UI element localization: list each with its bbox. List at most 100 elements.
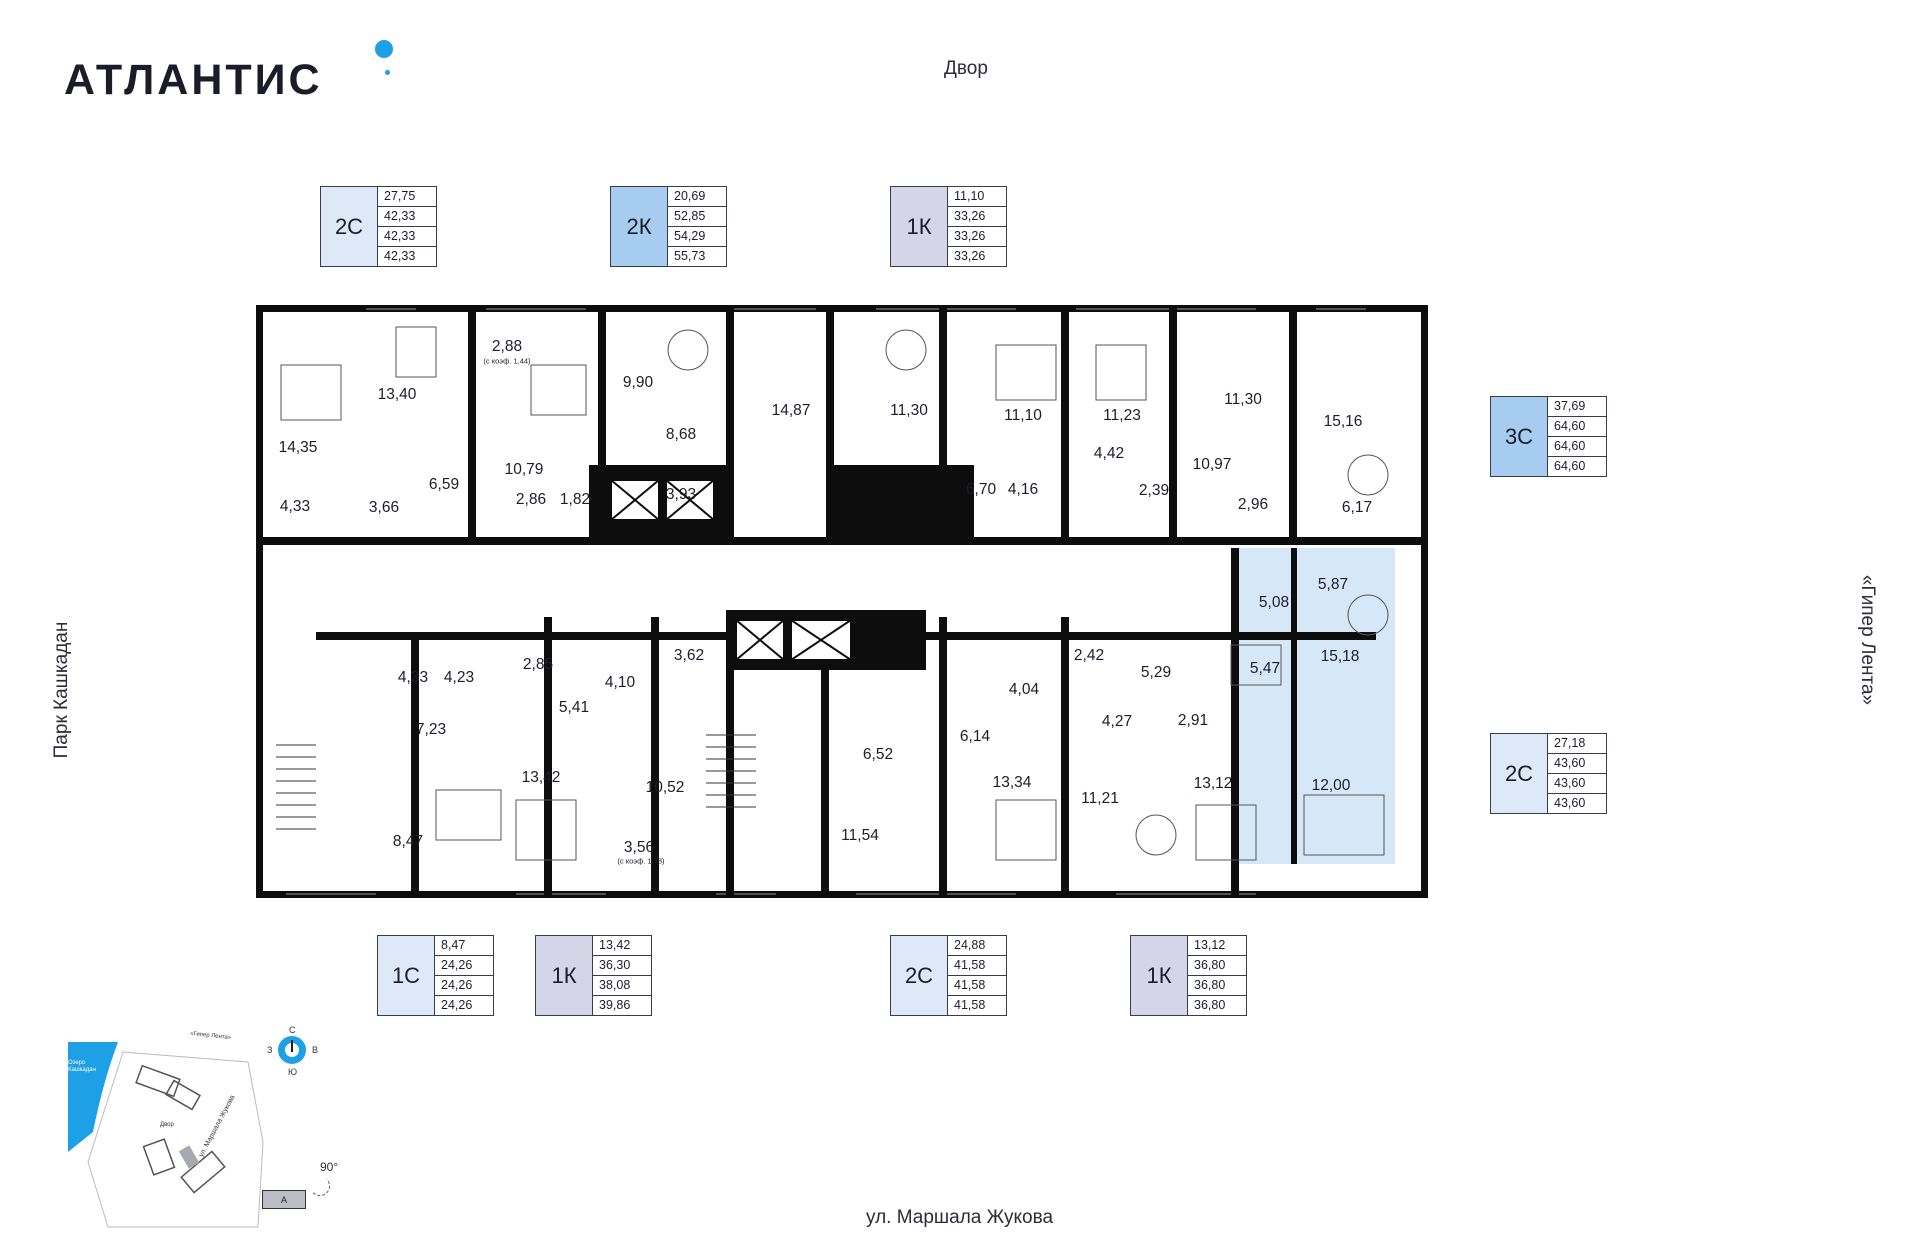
legend-value: 42,33 (384, 249, 416, 263)
room-area: 6,70 (965, 481, 997, 498)
room-area: 4,10 (604, 674, 636, 691)
room-area: 2,96 (1237, 496, 1269, 513)
room-area: 11,30 (890, 402, 928, 419)
rotation-angle: 90° (320, 1160, 339, 1174)
legend-code: 1К (891, 187, 948, 266)
room-area: 5,08 (1258, 594, 1290, 611)
legend-code: 2С (1491, 734, 1548, 813)
site-minimap (68, 1042, 264, 1228)
legend-value: 27,18 (1548, 734, 1606, 754)
label-bottom-street: ул. Маршала Жукова (866, 1207, 1054, 1228)
legend-value: 33,26 (948, 207, 1006, 227)
lake-shape (68, 1042, 118, 1152)
legend-value: 36,80 (1188, 976, 1246, 996)
room-area: 12,00 (1311, 777, 1351, 794)
room-area: 14,35 (278, 439, 318, 456)
room-area: 10,52 (645, 779, 685, 796)
room-area: 4,23 (443, 669, 475, 686)
room-area: 6,17 (1341, 499, 1373, 516)
room-area: 6,59 (428, 476, 460, 493)
compass-needle-icon (291, 1040, 293, 1052)
room-area: 4,27 (1101, 713, 1133, 730)
legend-value: 24,26 (435, 956, 493, 976)
minimap-lake-label: Озеро Кашкадан (68, 1060, 96, 1073)
legend-value: 37,69 (1548, 397, 1606, 417)
room-area: 7,23 (415, 721, 447, 738)
room-area: 4,42 (1093, 445, 1125, 462)
brand-logo: АТЛАНТИС (64, 56, 323, 104)
legend-value: 42,33 (378, 227, 436, 247)
room-area: 1,82 (559, 491, 591, 508)
room-area: 2,85 (522, 656, 554, 673)
room-area: 3,93 (665, 486, 697, 503)
floor-plan (256, 305, 1428, 898)
legend-code: 1К (1131, 936, 1188, 1015)
legend-value: 20,69 (668, 187, 726, 207)
legend-value: 43,60 (1554, 796, 1586, 810)
legend-code: 2С (321, 187, 378, 266)
label-top-yard: Двор (944, 58, 988, 79)
legend-value: 43,60 (1548, 754, 1606, 774)
room-area: 2,39 (1138, 482, 1170, 499)
room-area: 11,30 (1224, 391, 1262, 408)
legend-value: 38,08 (593, 976, 651, 996)
furniture (280, 326, 1389, 861)
minimap-store-label: «Гипер Лента» (189, 1030, 232, 1042)
room-area: 13,42 (521, 769, 561, 786)
legend-value: 33,26 (948, 227, 1006, 247)
room-area: 3,62 (673, 647, 705, 664)
legend-value: 64,60 (1548, 437, 1606, 457)
room-area: 2,86 (515, 491, 547, 508)
selected-apartment-fill[interactable] (1238, 548, 1395, 864)
room-area: 10,97 (1192, 456, 1232, 473)
legend-value: 24,26 (441, 998, 473, 1012)
legend-value: 41,58 (948, 976, 1006, 996)
legend-value: 36,30 (593, 956, 651, 976)
label-left-park: Парк Кашкадан (51, 621, 72, 759)
room-area: 10,79 (504, 461, 544, 478)
elevators (610, 479, 852, 661)
legend-value: 43,60 (1548, 774, 1606, 794)
legend-value: 13,12 (1188, 936, 1246, 956)
legend-code: 3С (1491, 397, 1548, 476)
legend-value: 54,29 (668, 227, 726, 247)
room-area: 4,16 (1007, 481, 1039, 498)
room-coef-note: (с коэф. 1,44) (483, 356, 531, 366)
legend-value: 55,73 (674, 249, 706, 263)
room-area: 5,41 (558, 699, 590, 716)
room-area: 11,54 (841, 827, 879, 844)
room-area: 5,29 (1140, 664, 1172, 681)
legend-value: 64,60 (1554, 459, 1586, 473)
logo-dot-small-icon (385, 70, 390, 75)
room-area: 4,33 (279, 498, 311, 515)
room-area: 5,87 (1317, 576, 1349, 593)
room-area: 3,56 (623, 839, 655, 856)
legend-code: 2К (611, 187, 668, 266)
legend-value: 24,88 (948, 936, 1006, 956)
room-area: 6,14 (959, 728, 991, 745)
room-area: 15,18 (1320, 648, 1360, 665)
legend-value: 52,85 (668, 207, 726, 227)
legend-value: 24,26 (435, 976, 493, 996)
room-area: 8,47 (392, 833, 424, 850)
room-area: 3,66 (368, 499, 400, 516)
room-area: 14,87 (771, 402, 811, 419)
room-area: 5,47 (1249, 660, 1281, 677)
legend-value: 36,80 (1194, 998, 1226, 1012)
room-area: 9,90 (622, 374, 654, 391)
legend-value: 11,10 (948, 187, 1006, 207)
room-area: 2,88 (491, 338, 523, 355)
label-right-store: «Гипер Лента» (1857, 574, 1878, 706)
compass-south: Ю (288, 1067, 298, 1077)
site-buildings (135, 1064, 226, 1194)
legend-code: 2С (891, 936, 948, 1015)
